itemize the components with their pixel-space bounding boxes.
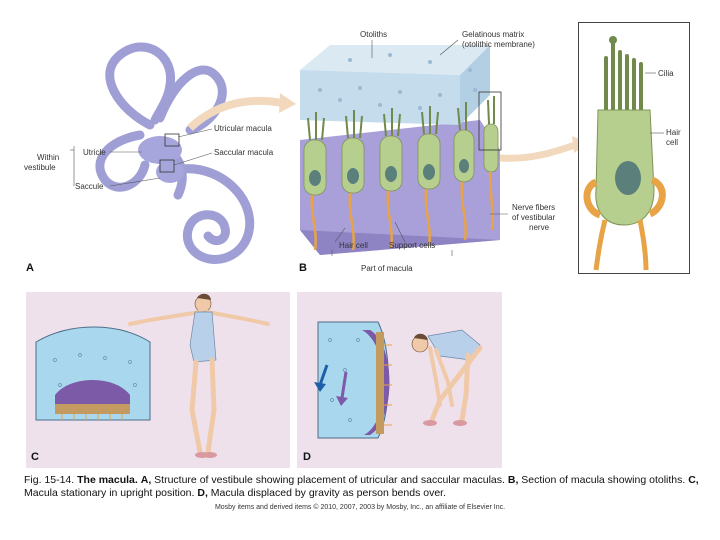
- caption-d-text: Macula displaced by gravity as person be…: [210, 487, 446, 499]
- panel-b-letter: B: [299, 262, 307, 274]
- label-nerve-fibers-2: of vestibular: [512, 213, 556, 222]
- figure-caption: Fig. 15-14. The macula. A, Structure of …: [24, 474, 704, 500]
- label-hair-cell-inset-1: Hair: [666, 128, 681, 137]
- label-gelatinous-matrix-2: (otolithic membrane): [462, 40, 535, 49]
- label-saccule: Saccule: [75, 182, 104, 191]
- caption-d-label: D,: [197, 487, 208, 499]
- label-utricle: Utricle: [83, 148, 106, 157]
- label-part-of-macula: Part of macula: [361, 264, 413, 273]
- label-gelatinous-matrix-1: Gelatinous matrix: [462, 30, 525, 39]
- caption-a-text: Structure of vestibule showing placement…: [154, 474, 505, 486]
- label-hair-cell-inset-2: cell: [666, 138, 679, 147]
- label-nerve-fibers-3: nerve: [529, 223, 550, 232]
- label-otoliths: Otoliths: [360, 30, 388, 39]
- caption-fig-number: Fig. 15-14.: [24, 474, 75, 486]
- caption-b-label: B,: [507, 474, 519, 486]
- caption-a-label: A,: [140, 474, 152, 486]
- label-nerve-fibers-1: Nerve fibers: [512, 203, 556, 212]
- label-cilia: Cilia: [658, 69, 674, 78]
- label-support-cells: Support cells: [389, 241, 436, 250]
- label-utricular-macula: Utricular macula: [214, 124, 272, 133]
- caption-title: The macula.: [77, 474, 138, 486]
- label-saccular-macula: Saccular macula: [214, 148, 274, 157]
- copyright-credit: Mosby items and derived items © 2010, 20…: [214, 504, 506, 511]
- label-hair-cell: Hair cell: [339, 241, 368, 250]
- caption-c-text: Macula stationary in upright position.: [24, 487, 195, 499]
- caption-c-label: C,: [688, 474, 699, 486]
- panel-d-letter: D: [303, 451, 311, 463]
- label-within-vestibule-1: Within: [37, 153, 60, 162]
- label-within-vestibule-2: vestibule: [24, 163, 56, 172]
- panel-a-letter: A: [26, 262, 34, 274]
- panel-c-letter: C: [31, 451, 39, 463]
- caption-b-text: Section of macula showing otoliths.: [521, 474, 686, 486]
